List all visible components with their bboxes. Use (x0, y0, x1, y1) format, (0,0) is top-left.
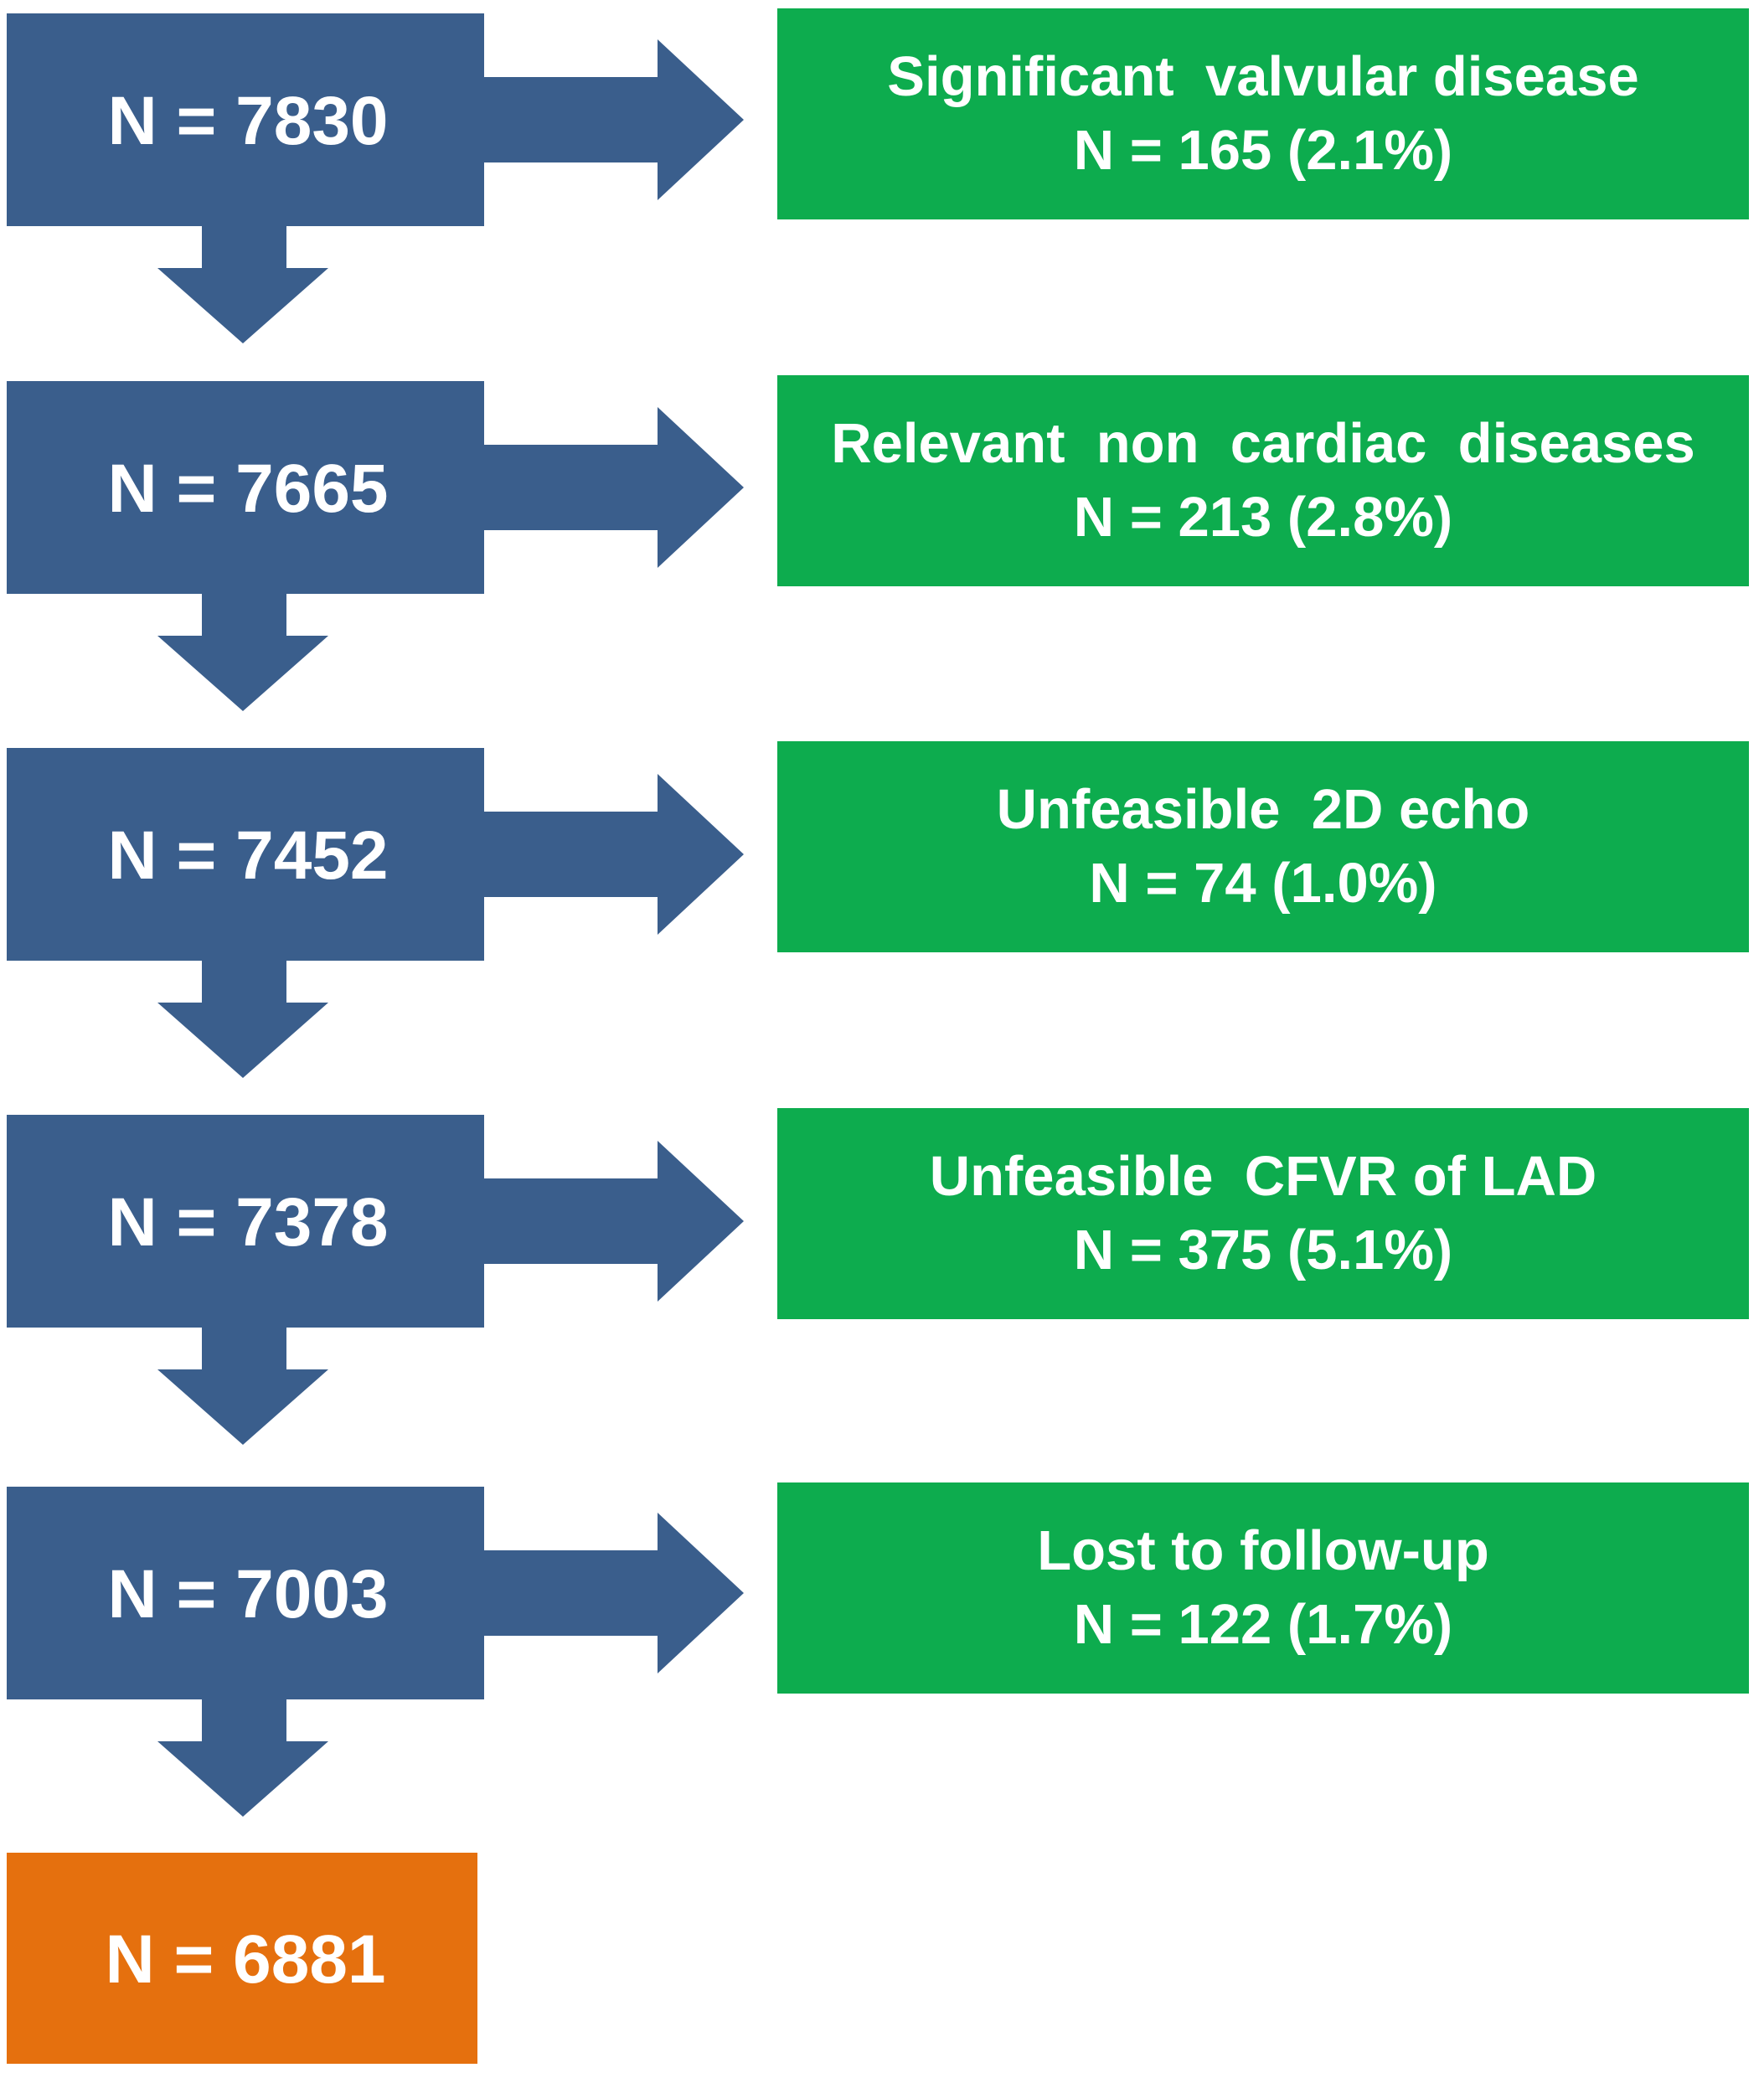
stage-count: N = 7830 (107, 83, 388, 159)
exclusion-label: Relevant non cardiac diseases (831, 412, 1695, 475)
stage-count: N = 7378 (107, 1184, 388, 1261)
flow-box-with-arrows (7, 1115, 744, 1445)
stage-5: N = 7003 Lost to follow-up N = 122 (1.7%) (7, 1482, 1749, 1817)
stage-count: N = 7665 (107, 451, 388, 527)
exclusion-box-3: Unfeasible 2D echo N = 74 (1.0%) (777, 741, 1749, 952)
flow-box-with-arrows (7, 13, 744, 343)
exclusion-label: Lost to follow-up (1037, 1519, 1489, 1582)
exclusion-box-background (777, 1482, 1749, 1694)
exclusion-box-4: Unfeasible CFVR of LAD N = 375 (5.1%) (777, 1108, 1749, 1319)
final-count: N = 6881 (105, 1921, 385, 1998)
stage-4: N = 7378 Unfeasible CFVR of LAD N = 375 (5… (7, 1108, 1749, 1445)
exclusion-count: N = 375 (5.1%) (1074, 1219, 1452, 1281)
exclusion-label: Unfeasible CFVR of LAD (930, 1145, 1597, 1208)
exclusion-box-background (777, 741, 1749, 952)
final-box-background (7, 1853, 477, 2064)
exclusion-count: N = 122 (1.7%) (1074, 1593, 1452, 1656)
stage-2: N = 7665 Relevant non cardiac diseases N =… (7, 375, 1749, 711)
exclusion-label: Significant valvular disease (887, 45, 1638, 108)
stage-1: N = 7830 Significant valvular disease N = … (7, 8, 1749, 343)
stage-count: N = 7003 (107, 1556, 388, 1632)
exclusion-box-1: Significant valvular disease N = 165 (2.1… (777, 8, 1749, 219)
exclusion-box-background (777, 1108, 1749, 1319)
stage-3: N = 7452 Unfeasible 2D echo N = 74 (1.0%) (7, 741, 1749, 1078)
flow-box-with-arrows (7, 1487, 744, 1817)
exclusion-box-background (777, 8, 1749, 219)
exclusion-count: N = 74 (1.0%) (1089, 852, 1436, 915)
flow-box-with-arrows (7, 381, 744, 711)
stage-count: N = 7452 (107, 817, 388, 894)
exclusion-count: N = 213 (2.8%) (1074, 486, 1452, 549)
exclusion-label: Unfeasible 2D echo (997, 778, 1530, 841)
exclusion-box-background (777, 375, 1749, 586)
final-box: N = 6881 (7, 1853, 477, 2064)
exclusion-box-5: Lost to follow-up N = 122 (1.7%) (777, 1482, 1749, 1694)
flow-box-with-arrows (7, 748, 744, 1078)
exclusion-box-2: Relevant non cardiac diseases N = 213 (2.… (777, 375, 1749, 586)
exclusion-count: N = 165 (2.1%) (1074, 119, 1452, 182)
